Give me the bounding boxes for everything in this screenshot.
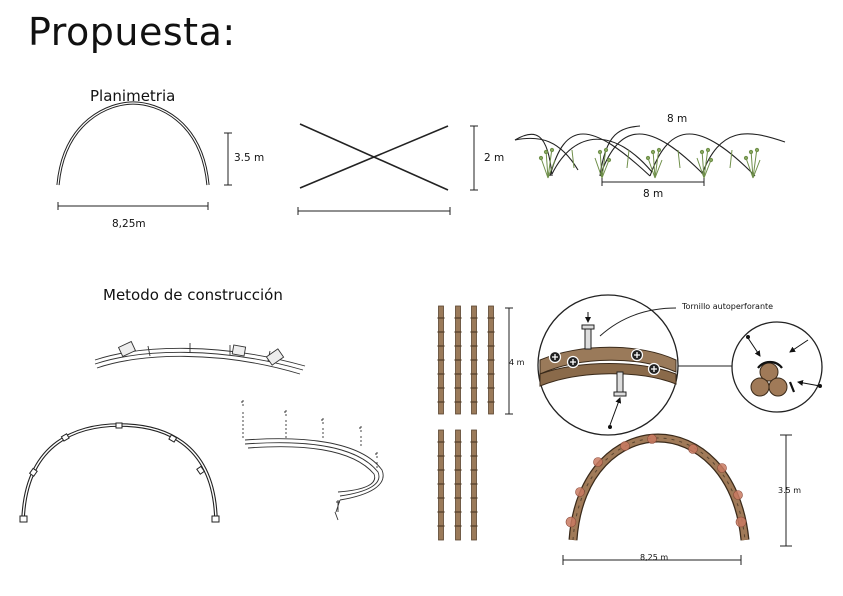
plan-series-dims xyxy=(601,178,705,186)
plan-arch-width-dim xyxy=(57,202,209,210)
final-bamboo-arch xyxy=(568,433,750,541)
callout-screw-leader xyxy=(599,307,677,337)
construction-arch-joints xyxy=(19,422,220,523)
plan-cross-width-dim xyxy=(297,207,451,215)
construction-screws xyxy=(241,400,379,512)
construction-clamps xyxy=(117,340,285,366)
plan-cross-height-dim xyxy=(470,125,478,191)
plan-cross xyxy=(299,123,449,191)
dim-bamboo-height: 4 m xyxy=(509,358,525,367)
final-arch-width-dim xyxy=(562,555,742,565)
bamboo-pole xyxy=(471,429,477,541)
detail-circle-bundle xyxy=(731,321,823,413)
bamboo-poles xyxy=(437,305,495,541)
bamboo-pole xyxy=(455,429,461,541)
dim-final-height: 3.5 m xyxy=(778,486,802,495)
construction-screw-strip xyxy=(244,438,384,521)
section-heading-metodo: Metodo de construcción xyxy=(103,286,283,304)
page-title: Propuesta: xyxy=(28,10,236,54)
plan-arch-height-dim xyxy=(224,132,232,186)
bamboo-height-dim xyxy=(505,307,513,415)
section-heading-planimetria: Planimetria xyxy=(90,87,176,105)
dim-final-width: 8,25 m xyxy=(640,553,669,562)
dim-arch-width: 8,25m xyxy=(112,218,146,230)
detail-circle-joint xyxy=(537,294,679,436)
dim-cross-height: 2 m xyxy=(484,152,505,164)
plan-arch xyxy=(56,101,210,186)
dim-series-top: 8 m xyxy=(667,113,688,125)
plan-plants xyxy=(538,147,761,179)
dim-series-bottom: 8 m xyxy=(643,188,664,200)
final-arch-joints xyxy=(565,434,747,528)
construction-outline-arch xyxy=(21,423,218,521)
dim-arch-height: 3.5 m xyxy=(234,152,265,164)
bamboo-pole xyxy=(438,429,444,541)
callout-screw-label: Tornillo autoperforante xyxy=(682,302,774,311)
final-arch-height-dim xyxy=(780,434,792,547)
plan-arch-series xyxy=(514,125,786,177)
